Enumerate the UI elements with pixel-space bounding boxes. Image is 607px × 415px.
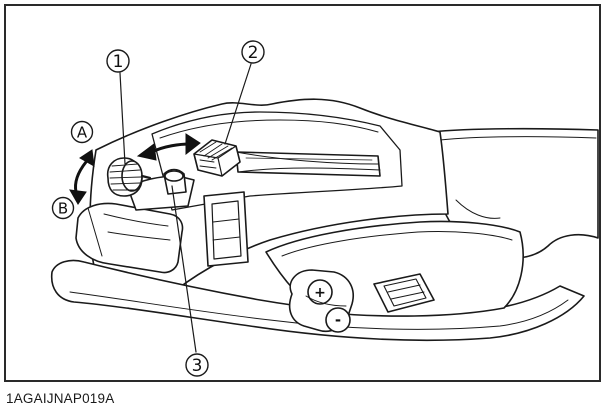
- callout-circle-3: [185, 353, 209, 377]
- console-base-plate: [50, 259, 585, 342]
- double-arrow-horizontal: [136, 133, 201, 161]
- callout-label-b: B: [58, 200, 68, 218]
- callout-circle-a: [70, 120, 94, 144]
- plus-minus-switch: [288, 269, 354, 333]
- callout-label-1: 1: [113, 52, 124, 72]
- right-switch: [373, 273, 435, 313]
- callout-circle-1: [106, 49, 130, 73]
- callout-circle-2: [241, 40, 265, 64]
- double-arrow-curved: [69, 149, 95, 205]
- front-switch: [203, 191, 249, 267]
- lever-slot: [235, 151, 381, 177]
- callout-leader-3: [171, 185, 197, 353]
- figure-caption: 1AGAIJNAP019A: [6, 391, 115, 406]
- left-lever-housing: [75, 175, 195, 274]
- lever-pin: [163, 168, 187, 195]
- plus-sign: +: [314, 285, 326, 301]
- knob-1: [106, 157, 152, 197]
- callout-leader-2: [224, 63, 252, 145]
- callout-label-3: 3: [192, 356, 203, 376]
- callout-leader-1: [119, 72, 126, 165]
- callout-label-2: 2: [248, 43, 259, 63]
- minus-sign: -: [335, 311, 341, 329]
- callout-label-a: A: [77, 124, 88, 142]
- knob-2: [193, 139, 241, 177]
- callout-circle-b: [51, 196, 75, 220]
